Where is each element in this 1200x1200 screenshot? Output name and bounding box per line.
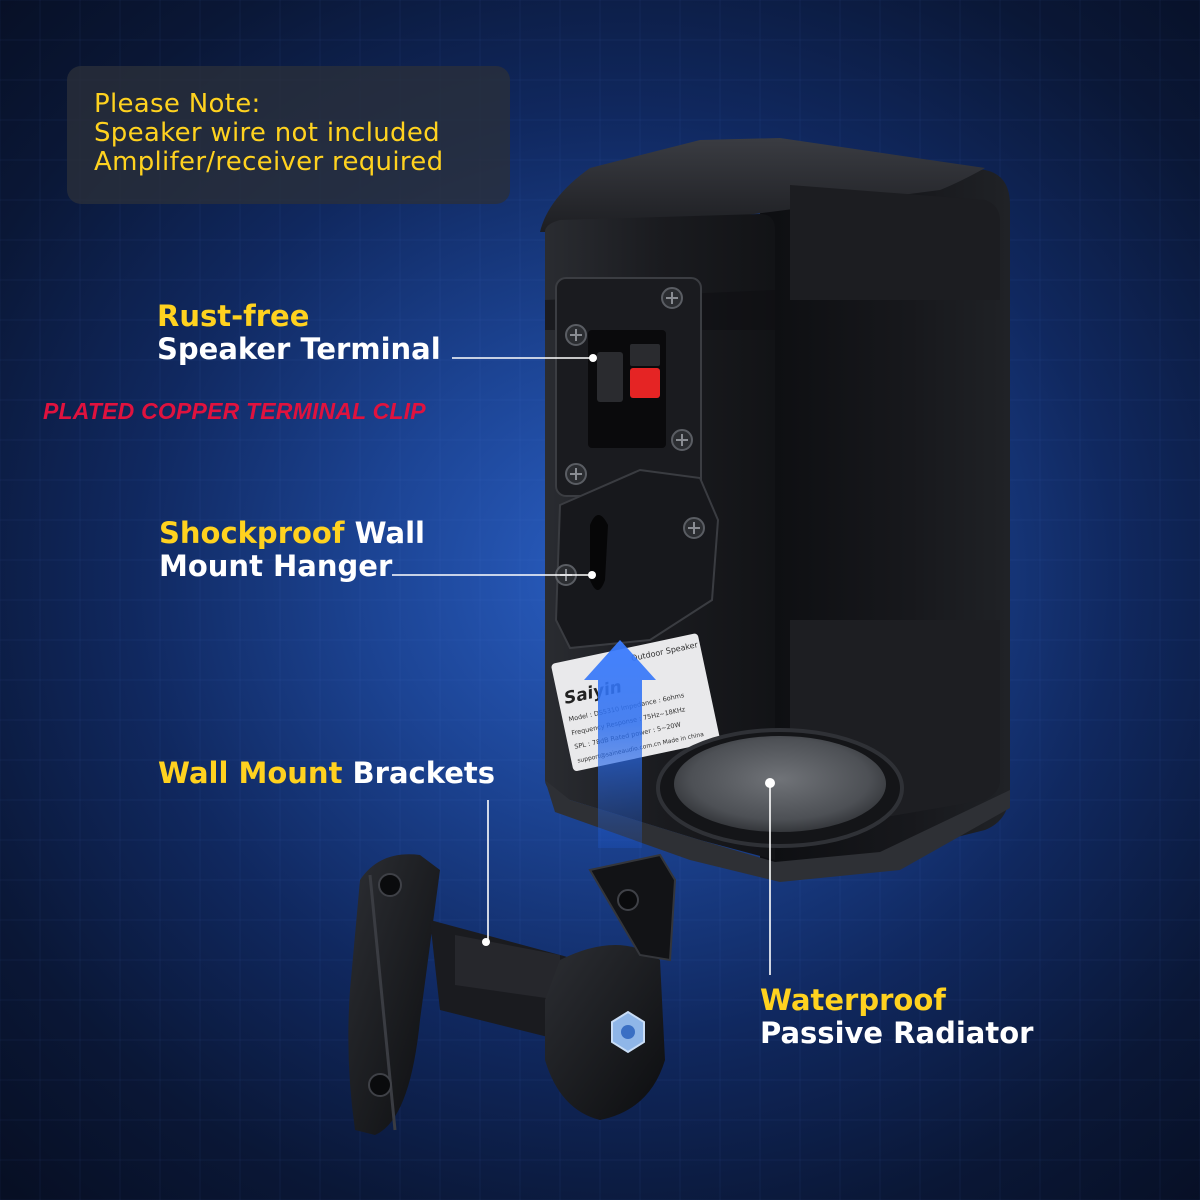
wall-mount-bracket — [348, 853, 677, 1135]
hanger-plate — [554, 468, 720, 650]
screw-icon — [565, 463, 587, 485]
terminal-label: Speaker Terminal — [157, 332, 441, 366]
radiator-label: Passive Radiator — [760, 1016, 1034, 1050]
hanger-text-a: Wall — [354, 516, 425, 550]
brackets-highlight: Wall Mount — [158, 756, 343, 790]
clip-label: PLATED COPPER TERMINAL CLIP — [43, 398, 426, 424]
speaker-bottom-rim — [545, 780, 1010, 882]
brackets-label: Wall Mount Brackets — [158, 757, 495, 790]
terminal-highlight: Rust-free — [157, 299, 310, 333]
speaker-top-face — [540, 138, 985, 232]
arrow-up-icon — [584, 640, 656, 848]
hanger-highlight: Shockproof — [159, 516, 345, 550]
terminal-clip-socket — [630, 344, 660, 366]
screw-icon — [683, 517, 705, 539]
hanger-label-line1: Shockproof Wall — [159, 517, 425, 550]
terminal-leader-dot — [589, 354, 597, 362]
screw-icon — [565, 324, 587, 346]
passive-radiator-cone — [674, 736, 886, 832]
screw-icon — [671, 429, 693, 451]
radiator-leader-dot — [765, 778, 775, 788]
side-recess-top — [790, 185, 1000, 300]
screw-icon — [661, 287, 683, 309]
hanger-label-line2: Mount Hanger — [159, 549, 393, 583]
hanger-keyhole — [590, 515, 608, 590]
hanger-leader-dot — [588, 571, 596, 579]
terminal-clip-black — [597, 352, 623, 402]
note-line-amplifier: Amplifer/receiver required — [94, 147, 444, 177]
note-title: Please Note: — [94, 89, 261, 119]
note-line-wire: Speaker wire not included — [94, 118, 440, 148]
note-box — [67, 66, 510, 204]
radiator-highlight: Waterproof — [760, 983, 946, 1017]
brackets-text: Brackets — [352, 756, 496, 790]
terminal-clip-red — [630, 368, 660, 398]
